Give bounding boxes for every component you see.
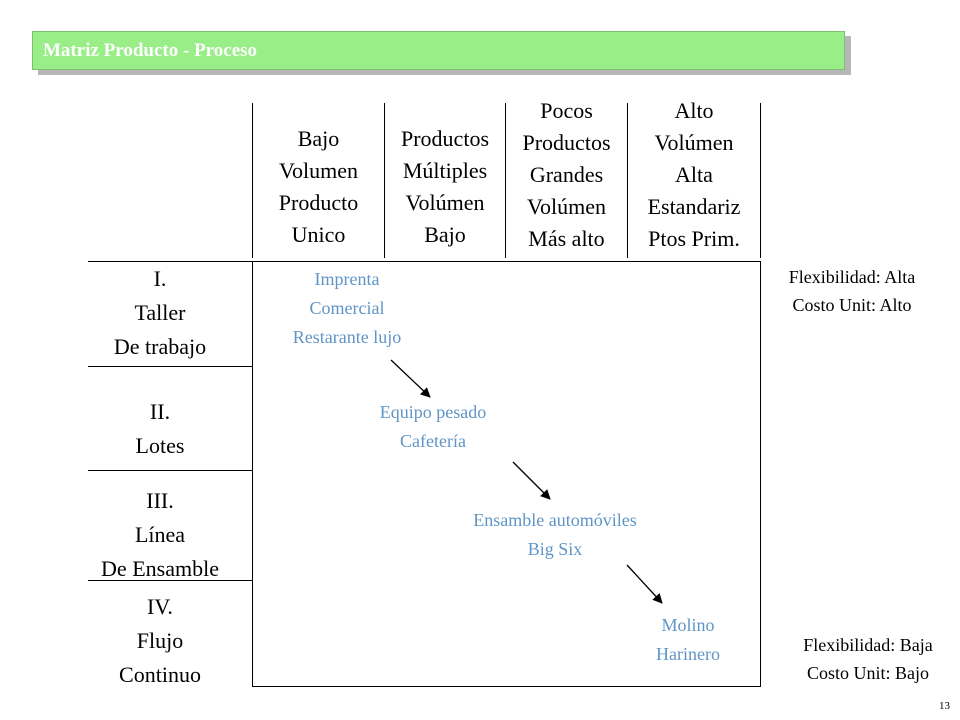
- row-header-1: I. Taller De trabajo: [113, 266, 207, 359]
- matrix-left-border: [252, 261, 253, 687]
- matrix-right-border: [760, 261, 761, 687]
- row-divider-4: [88, 580, 252, 581]
- column-header-1: Bajo Volumen Producto Unico: [278, 126, 359, 247]
- matrix-top-border: [252, 261, 761, 262]
- row-divider-1: [88, 261, 252, 262]
- cell-lotes-productos-multiples: Equipo pesado Cafetería: [379, 402, 487, 451]
- column-divider-4: [627, 103, 628, 258]
- cell-taller-producto-unico: Imprenta Comercial Restarante lujo: [292, 269, 402, 347]
- column-header-2: Productos Múltiples Volúmen Bajo: [401, 126, 489, 247]
- arrow-3: [626, 564, 663, 604]
- matrix-bottom-border: [252, 686, 761, 687]
- column-header-4: Alto Volúmen Alta Estandariz Ptos Prim.: [647, 98, 741, 251]
- column-divider-1: [252, 103, 253, 258]
- column-divider-2: [384, 103, 385, 258]
- page-number: 13: [939, 700, 950, 712]
- title-bar: Matriz Producto - Proceso: [32, 31, 845, 70]
- slide-title: Matriz Producto - Proceso: [43, 40, 258, 61]
- column-header-3: Pocos Productos Grandes Volúmen Más alto: [522, 98, 611, 251]
- cell-flujo-continuo: Molino Harinero: [656, 615, 720, 664]
- flexibility-note-high: Flexibilidad: Alta Costo Unit: Alto: [788, 267, 916, 315]
- row-header-4: IV. Flujo Continuo: [119, 594, 201, 687]
- row-header-2: II. Lotes: [135, 399, 185, 458]
- arrow-2: [512, 461, 551, 500]
- arrow-1: [390, 359, 431, 398]
- row-divider-2: [88, 366, 252, 367]
- row-divider-3: [88, 470, 252, 471]
- column-divider-5: [760, 103, 761, 258]
- flexibility-note-low: Flexibilidad: Baja Costo Unit: Bajo: [803, 635, 933, 683]
- cell-linea-ensamble: Ensamble automóviles Big Six: [473, 510, 637, 559]
- row-header-3: III. Línea De Ensamble: [101, 488, 219, 581]
- column-divider-3: [505, 103, 506, 258]
